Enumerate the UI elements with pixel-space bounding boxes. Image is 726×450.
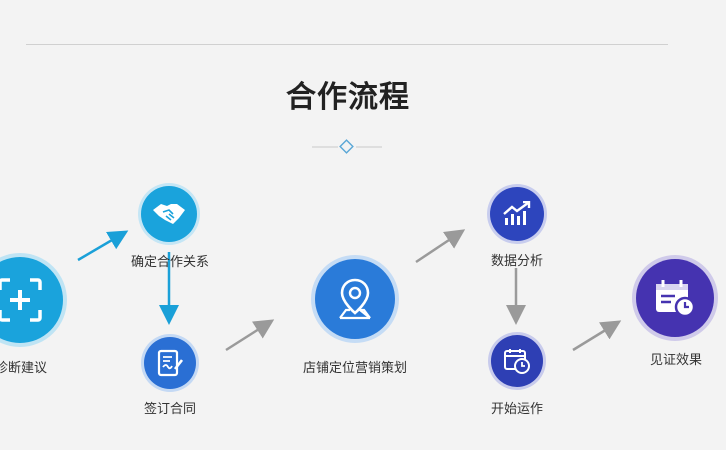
step-result-node xyxy=(636,259,714,337)
top-divider-line xyxy=(26,44,668,45)
step-confirm-node xyxy=(141,186,197,242)
step-position-label: 店铺定位营销策划 xyxy=(302,361,408,376)
focus-plus-icon xyxy=(0,278,42,322)
step-analysis-node xyxy=(490,187,544,241)
calendar-clock-icon xyxy=(504,349,530,374)
arrow-operate-to-result xyxy=(572,320,622,352)
step-result-label: 见证效果 xyxy=(649,353,703,368)
step-operate-node xyxy=(491,335,543,387)
location-pin-icon xyxy=(339,278,371,320)
step-sign-node xyxy=(144,337,196,389)
calendar-clock-icon xyxy=(656,280,696,318)
step-position-node xyxy=(315,259,395,339)
step-analysis-label: 数据分析 xyxy=(490,254,544,269)
contract-sign-icon xyxy=(157,349,183,377)
step-confirm-label: 确定合作关系 xyxy=(130,255,210,270)
step-operate-label: 开始运作 xyxy=(490,402,544,417)
diamond-icon xyxy=(339,139,354,154)
page-title: 合作流程 xyxy=(286,80,410,115)
arrow-sign-to-position xyxy=(225,319,275,352)
handshake-icon xyxy=(153,204,185,224)
step-diagnosis-label: 诊断建议 xyxy=(0,361,48,376)
diamond-divider xyxy=(312,139,382,154)
arrow-position-to-analysis xyxy=(415,229,466,264)
arrow-diagnosis-to-confirm xyxy=(77,230,129,262)
growth-chart-icon xyxy=(503,201,531,225)
step-sign-label: 签订合同 xyxy=(143,402,197,417)
